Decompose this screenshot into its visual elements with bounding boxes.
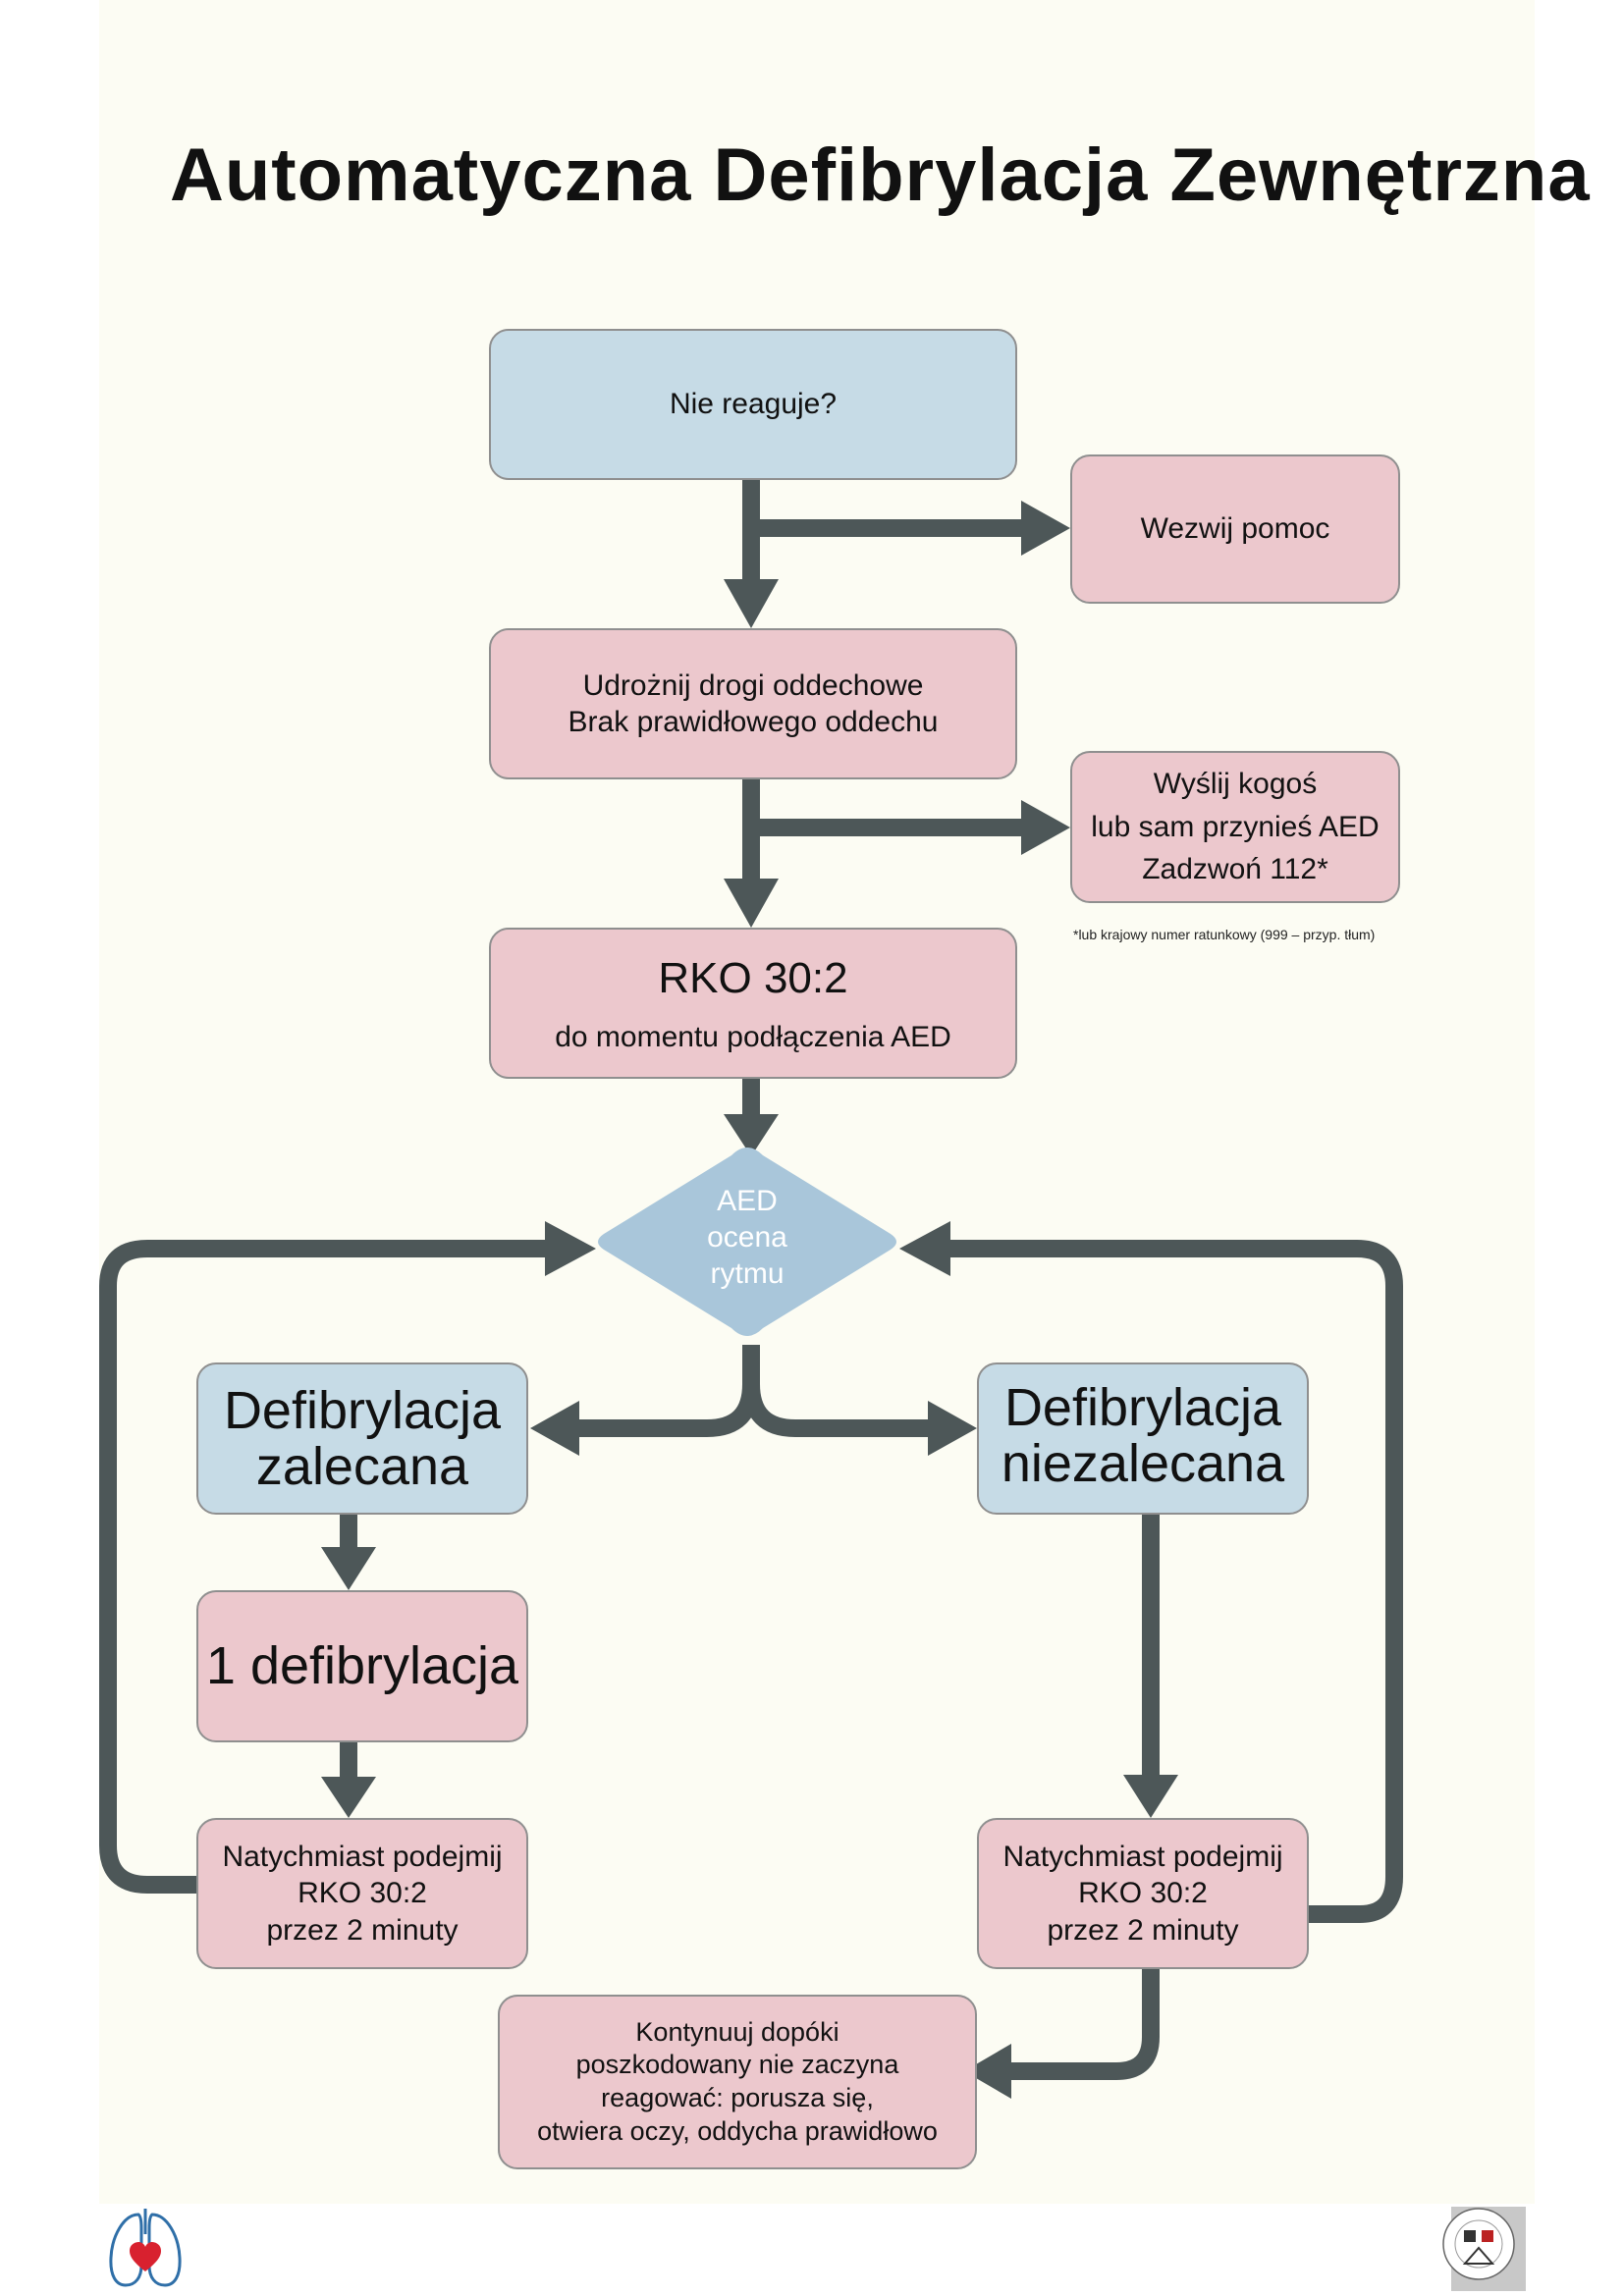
- node-cpr-title: RKO 30:2: [658, 953, 848, 1002]
- arrowhead-shock-advised: [530, 1401, 579, 1456]
- arrowhead-right-loop: [899, 1221, 950, 1276]
- node-right-cpr-line2: RKO 30:2: [1078, 1877, 1208, 1910]
- node-call-help: Wezwij pomoc: [1070, 454, 1400, 604]
- node-send-aed-line3: Zadzwoń 112*: [1142, 853, 1328, 886]
- node-send-aed-line1: Wyślij kogoś: [1153, 768, 1318, 801]
- polska-rada-resuscytacji-seal-icon: [1442, 2207, 1526, 2291]
- arrowhead-send-aed: [1021, 800, 1070, 855]
- node-right-cpr-line1: Natychmiast podejmij: [1002, 1840, 1283, 1873]
- arrowhead-airway: [724, 579, 779, 628]
- node-aed-rhythm-label: AED ocena rytmu: [659, 1183, 836, 1292]
- connector-right-loop: [950, 1240, 1403, 1923]
- node-shock-advised: Defibrylacja zalecana: [196, 1362, 528, 1515]
- node-continue-line4: otwiera oczy, oddycha prawidłowo: [537, 2115, 938, 2146]
- node-cpr: RKO 30:2 do momentu podłączenia AED: [489, 928, 1017, 1079]
- arrowhead-no-shock: [928, 1401, 977, 1456]
- page-title: Automatyczna Defibrylacja Zewnętrzna: [170, 133, 1591, 217]
- connector-aed-split: [579, 1345, 928, 1437]
- node-continue-line1: Kontynuuj dopóki: [635, 2016, 839, 2047]
- node-aed-rhythm-diamond: [598, 1148, 896, 1336]
- node-no-shock-line1: Defibrylacja: [1003, 1378, 1282, 1437]
- heart-lungs-logo-icon: [109, 2209, 182, 2287]
- aed-line3: rytmu: [710, 1257, 785, 1290]
- node-one-shock-label: 1 defibrylacja: [205, 1636, 519, 1696]
- aed-line1: AED: [717, 1185, 778, 1217]
- node-left-cpr: Natychmiast podejmij RKO 30:2 przez 2 mi…: [196, 1818, 528, 1969]
- node-continue-line3: reagować: porusza się,: [601, 2083, 874, 2112]
- node-no-shock: Defibrylacja niezalecana: [977, 1362, 1309, 1515]
- node-left-cpr-line1: Natychmiast podejmij: [222, 1840, 503, 1873]
- arrowhead-left-loop: [545, 1221, 596, 1276]
- node-shock-advised-line1: Defibrylacja: [223, 1380, 502, 1440]
- node-continue: Kontynuuj dopóki poszkodowany nie zaczyn…: [498, 1995, 977, 2169]
- arrowhead-aed: [724, 1114, 779, 1156]
- arrowhead-right-cpr: [1123, 1775, 1178, 1818]
- arrowhead-continue: [964, 2044, 1011, 2099]
- node-right-cpr-line3: przez 2 minuty: [1047, 1913, 1239, 1947]
- node-unresponsive: Nie reaguje?: [489, 329, 1017, 480]
- node-send-aed-line2: lub sam przynieś AED: [1091, 810, 1380, 843]
- node-send-aed: Wyślij kogoś lub sam przynieś AED Zadzwo…: [1070, 751, 1400, 903]
- node-left-cpr-line3: przez 2 minuty: [266, 1913, 459, 1947]
- arrowhead-cpr: [724, 879, 779, 928]
- footnote: *lub krajowy numer ratunkowy (999 – przy…: [1073, 927, 1376, 942]
- node-no-shock-line2: niezalecana: [1001, 1433, 1285, 1493]
- node-one-shock: 1 defibrylacja: [196, 1590, 528, 1742]
- connector-right-cpr-to-continue: [1011, 1963, 1160, 2080]
- node-open-airway-line2: Brak prawidłowego oddechu: [568, 706, 939, 738]
- node-left-cpr-line2: RKO 30:2: [298, 1877, 427, 1910]
- node-cpr-subtitle: do momentu podłączenia AED: [555, 1020, 951, 1053]
- node-open-airway-line1: Udrożnij drogi oddechowe: [582, 668, 924, 702]
- aed-line2: ocena: [707, 1221, 787, 1254]
- arrowhead-one-shock: [321, 1547, 376, 1590]
- node-continue-line2: poszkodowany nie zaczyna: [575, 2050, 899, 2080]
- node-right-cpr: Natychmiast podejmij RKO 30:2 przez 2 mi…: [977, 1818, 1309, 1969]
- node-call-help-label: Wezwij pomoc: [1140, 512, 1330, 546]
- node-shock-advised-line2: zalecana: [255, 1436, 469, 1496]
- arrowhead-left-cpr: [321, 1777, 376, 1818]
- node-open-airway: Udrożnij drogi oddechowe Brak prawidłowe…: [489, 628, 1017, 779]
- connector-left-loop: [99, 1240, 545, 1894]
- arrowhead-call-help: [1021, 501, 1070, 556]
- node-unresponsive-label: Nie reaguje?: [669, 388, 838, 421]
